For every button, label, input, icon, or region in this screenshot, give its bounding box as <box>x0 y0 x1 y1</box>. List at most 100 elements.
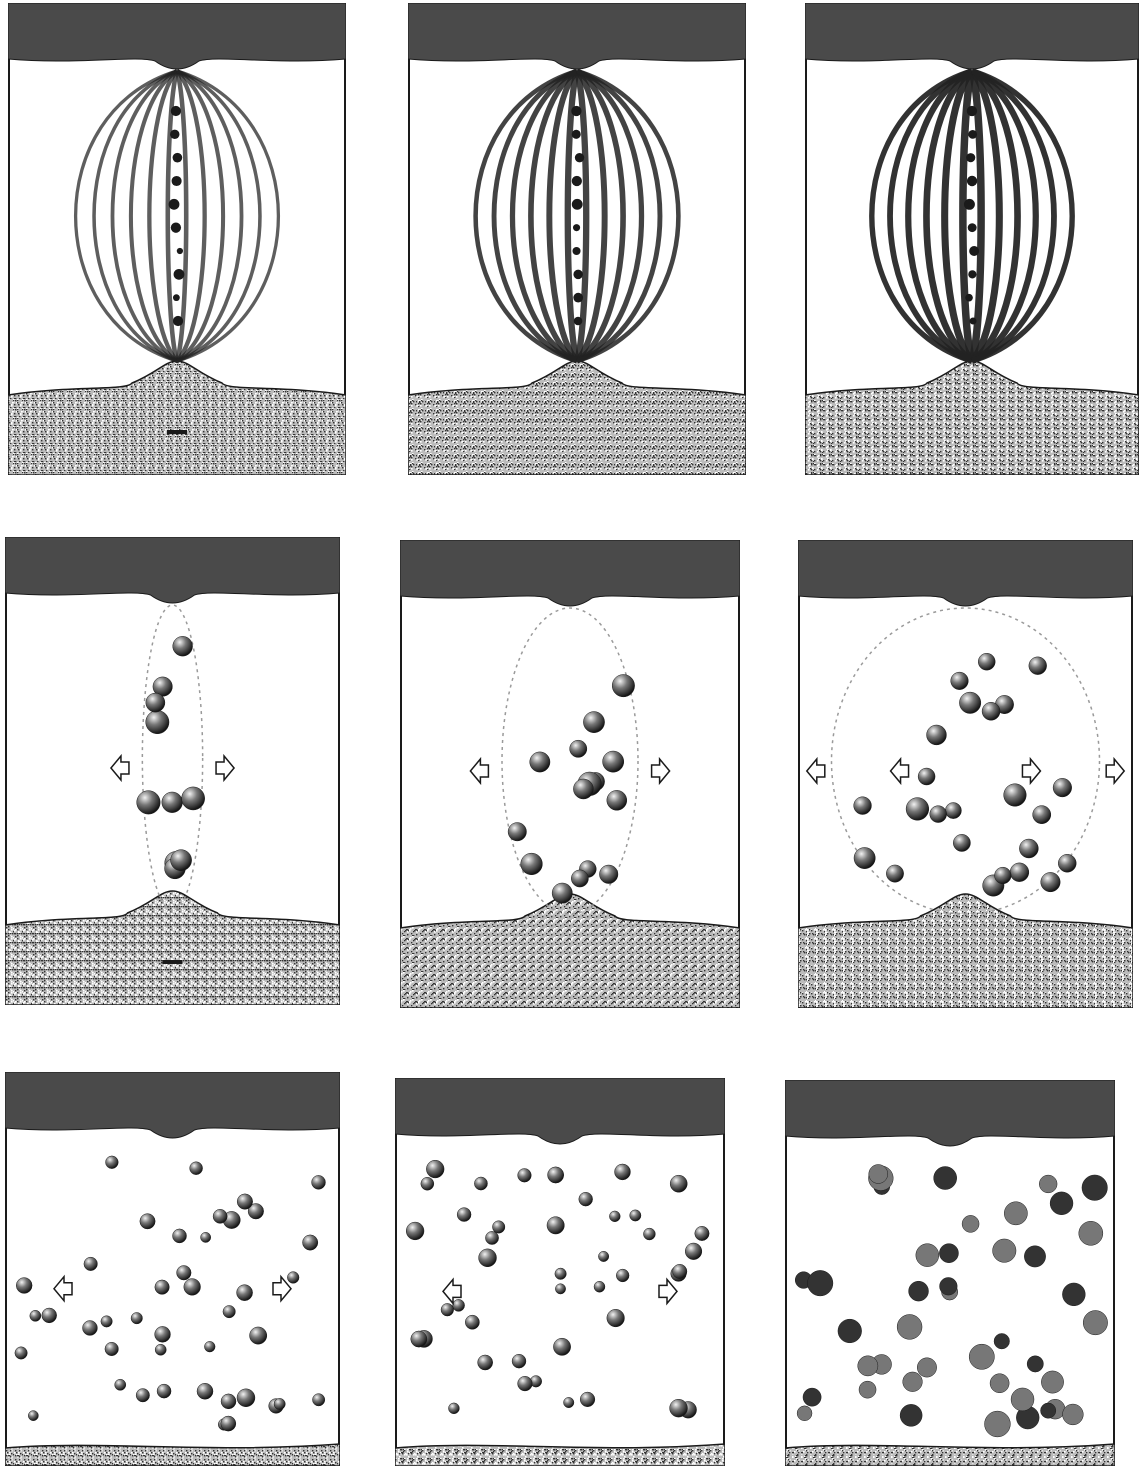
dispersed-granule <box>940 1277 958 1295</box>
dispersed-granule <box>1041 1371 1063 1393</box>
granule <box>978 653 995 670</box>
dispersed-granule <box>518 1169 532 1183</box>
granule <box>571 870 588 887</box>
chromosome-dot <box>177 248 183 254</box>
dispersed-granule <box>84 1257 97 1270</box>
dispersed-granule <box>838 1319 862 1343</box>
granule <box>1053 778 1072 797</box>
granule <box>995 867 1012 884</box>
granule <box>570 740 587 757</box>
dispersed-granule <box>1062 1404 1083 1425</box>
dispersed-granule <box>616 1269 629 1282</box>
dispersed-granule <box>312 1394 324 1406</box>
dispersed-granule <box>518 1376 533 1391</box>
dispersed-granule <box>555 1268 566 1279</box>
granule <box>854 847 875 868</box>
panel-1 <box>8 3 346 475</box>
chromosome-dot <box>573 293 583 303</box>
dispersed-granule <box>457 1208 471 1222</box>
dispersed-granule <box>695 1226 709 1240</box>
chromosome-dot <box>173 153 183 163</box>
scale-bar <box>167 430 187 434</box>
dispersed-granule <box>312 1175 326 1189</box>
dispersed-granule <box>453 1299 465 1311</box>
dispersed-granule <box>83 1321 98 1336</box>
granule <box>599 865 617 883</box>
dispersed-granule <box>643 1228 655 1240</box>
chromosome-dot <box>171 223 181 233</box>
dispersed-granule <box>177 1266 192 1281</box>
chromosome-dot <box>967 106 977 116</box>
granule <box>1058 854 1076 872</box>
panel-svg <box>408 3 746 475</box>
dispersed-granule <box>155 1326 171 1342</box>
chromosome-dot <box>968 130 977 139</box>
dispersed-granule <box>1083 1310 1107 1334</box>
dispersed-granule <box>478 1355 493 1370</box>
granule <box>1033 806 1051 824</box>
chromosome-dot <box>575 153 584 162</box>
dispersed-granule <box>485 1231 498 1244</box>
granule <box>521 853 543 875</box>
dispersed-granule <box>201 1232 211 1242</box>
panel-svg <box>400 540 740 1008</box>
bottom-base <box>395 1444 725 1466</box>
granule <box>583 712 604 733</box>
dispersed-granule <box>807 1270 832 1295</box>
dispersed-granule <box>465 1315 479 1329</box>
top-cap <box>798 540 1133 606</box>
chromosome-dot <box>965 294 973 302</box>
dispersed-granule <box>492 1221 504 1233</box>
granule <box>1041 872 1060 891</box>
panel-3 <box>805 3 1139 475</box>
panel-9 <box>785 1080 1115 1466</box>
granule <box>530 752 550 772</box>
dispersed-granule <box>237 1194 252 1209</box>
chromosome-dot <box>967 176 977 186</box>
granule <box>906 798 929 821</box>
dispersed-granule <box>859 1381 876 1398</box>
dispersed-granule <box>421 1177 434 1190</box>
top-cap <box>395 1078 725 1144</box>
dispersed-granule <box>106 1156 119 1169</box>
dispersed-granule <box>803 1388 821 1406</box>
dispersed-granule <box>136 1389 149 1402</box>
granule <box>508 823 526 841</box>
dispersed-granule <box>985 1411 1011 1437</box>
chromosome-dot <box>169 199 180 210</box>
dispersed-granule <box>221 1416 236 1431</box>
granule <box>1019 839 1038 858</box>
dispersed-granule <box>969 1344 994 1369</box>
dispersed-granule <box>237 1285 253 1301</box>
dispersed-granule <box>157 1384 171 1398</box>
granule <box>146 693 165 712</box>
dispersed-granule <box>441 1303 454 1316</box>
granule <box>552 883 572 903</box>
chromosome-dot <box>970 318 977 325</box>
dispersed-granule <box>16 1278 32 1294</box>
dispersed-granule <box>1079 1221 1103 1245</box>
dispersed-granule <box>670 1175 687 1192</box>
granule <box>945 803 961 819</box>
top-cap <box>805 3 1139 69</box>
dispersed-granule <box>512 1354 526 1368</box>
chromosome-dot <box>966 153 975 162</box>
dispersed-granule <box>939 1244 958 1263</box>
granule <box>959 692 980 713</box>
granule <box>1029 657 1047 675</box>
dispersed-granule <box>598 1251 608 1261</box>
granule <box>886 865 903 882</box>
chromosome-dot <box>173 316 183 326</box>
granule <box>603 751 624 772</box>
dispersed-granule <box>917 1358 936 1377</box>
dispersed-granule <box>564 1397 574 1407</box>
dispersed-granule <box>934 1167 957 1190</box>
top-cap <box>408 3 746 69</box>
dispersed-granule <box>105 1342 118 1355</box>
top-cap <box>400 540 740 606</box>
top-cap <box>8 3 346 69</box>
chromosome-dot <box>571 106 581 116</box>
bottom-base <box>785 1444 1115 1466</box>
chromosome-dot <box>574 317 583 326</box>
chromosome-dot <box>964 199 975 210</box>
